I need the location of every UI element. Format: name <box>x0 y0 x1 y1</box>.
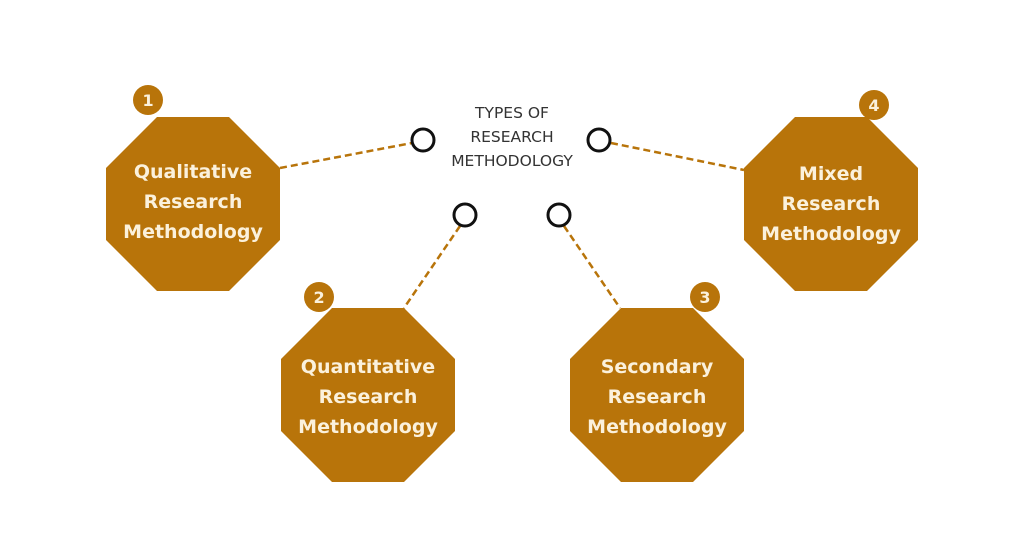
octagon-shape <box>570 308 744 482</box>
method-label: Secondary <box>601 356 714 378</box>
method-label: Research <box>144 191 243 213</box>
method-secondary: Secondary Research Methodology 3 <box>570 282 744 482</box>
title-line: METHODOLOGY <box>451 152 573 170</box>
title-line: TYPES OF <box>474 104 549 122</box>
badge-number: 2 <box>313 288 324 307</box>
connector-3 <box>562 225 622 309</box>
title-line: RESEARCH <box>470 128 553 146</box>
method-label: Methodology <box>761 223 901 245</box>
badge-number: 1 <box>142 91 153 110</box>
method-qualitative: Qualitative Research Methodology 1 <box>106 85 280 291</box>
badge-number: 4 <box>868 96 879 115</box>
connector-4 <box>610 141 745 172</box>
method-label: Methodology <box>123 221 263 243</box>
method-label: Methodology <box>587 416 727 438</box>
method-label: Qualitative <box>134 161 252 183</box>
number-badge <box>690 282 720 312</box>
method-label: Mixed <box>799 163 863 185</box>
method-label: Research <box>319 386 418 408</box>
method-label: Research <box>608 386 707 408</box>
method-label: Quantitative <box>301 356 435 378</box>
diagram-title: TYPES OF RESEARCH METHODOLOGY <box>451 104 573 170</box>
connector-2 <box>402 225 462 309</box>
hub-node-3 <box>546 202 572 228</box>
hub-node-4 <box>586 127 612 153</box>
method-quantitative: Quantitative Research Methodology 2 <box>281 282 455 482</box>
method-label: Methodology <box>298 416 438 438</box>
octagon-shape <box>281 308 455 482</box>
method-label: Research <box>782 193 881 215</box>
badge-number: 3 <box>699 288 710 307</box>
number-badge <box>133 85 163 115</box>
hub-node-2 <box>452 202 478 228</box>
octagon-shape <box>106 117 280 291</box>
octagon-shape <box>744 117 918 291</box>
connector-1 <box>279 141 413 170</box>
hub-node-1 <box>410 127 436 153</box>
number-badge <box>304 282 334 312</box>
number-badge <box>859 90 889 120</box>
method-mixed: Mixed Research Methodology 4 <box>744 90 918 291</box>
